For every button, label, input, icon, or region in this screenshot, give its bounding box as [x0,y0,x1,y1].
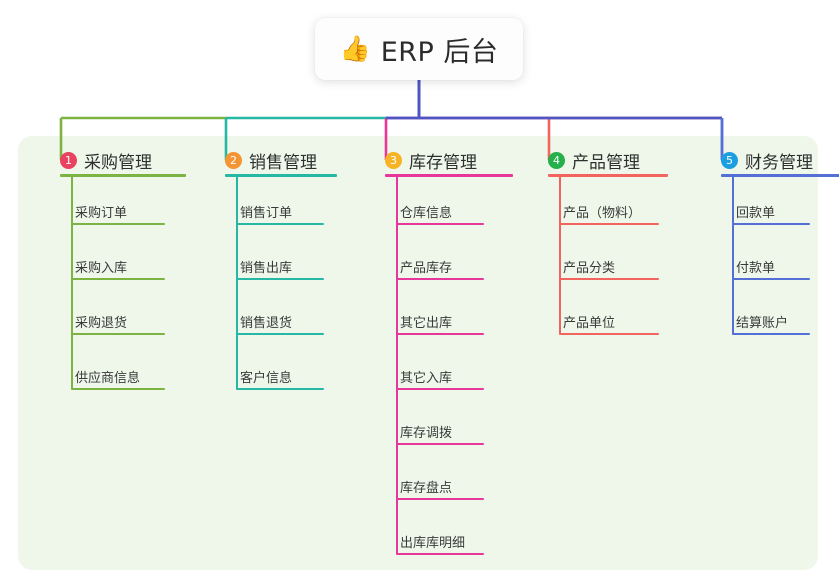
leaf-item[interactable]: 产品库存 [400,261,453,276]
leaf-underline [396,223,484,225]
leaf-underline [559,278,659,280]
leaf-underline [732,278,810,280]
leaf-item[interactable]: 采购入库 [75,261,128,276]
leaf-underline [236,278,324,280]
column-underline-3 [385,174,513,177]
columns-container: 1 采购管理采购订单采购入库采购退货供应商信息 2 销售管理销售订单销售出库销售退货客… [18,136,839,570]
column-title-3: 库存管理 [409,153,477,173]
leaf-item[interactable]: 仓库信息 [400,206,453,221]
root-title: ERP 后台 [380,36,499,68]
leaf-item[interactable]: 销售出库 [240,261,293,276]
leaf-item[interactable]: 其它出库 [400,316,453,331]
column-underline-4 [548,174,668,177]
column-title-4: 产品管理 [572,153,640,173]
leaf-item[interactable]: 产品单位 [563,316,616,331]
leaf-item[interactable]: 库存调拨 [400,426,453,441]
root-node[interactable]: 👍 ERP 后台 [315,18,523,80]
column-spine [559,177,561,334]
column-header-2[interactable]: 2 销售管理 [225,148,317,173]
column-title-2: 销售管理 [249,153,317,173]
column-title-5: 财务管理 [745,153,813,173]
leaf-underline [71,333,165,335]
column-spine [396,177,398,554]
branches-panel [18,136,818,570]
leaf-item[interactable]: 采购订单 [75,206,128,221]
leaf-underline [559,333,659,335]
leaf-underline [236,388,324,390]
leaf-underline [396,388,484,390]
leaf-item[interactable]: 销售订单 [240,206,293,221]
column-header-3[interactable]: 3 库存管理 [385,148,477,173]
column-spine [71,177,73,389]
leaf-underline [71,278,165,280]
column-badge-4: 4 [548,152,565,169]
column-badge-2: 2 [225,152,242,169]
column-underline-2 [225,174,337,177]
leaf-underline [71,388,165,390]
leaf-underline [236,333,324,335]
leaf-underline [396,553,484,555]
thumbs-up-icon: 👍 [339,34,371,63]
leaf-item[interactable]: 客户信息 [240,371,293,386]
leaf-underline [732,333,810,335]
column-underline-1 [60,174,186,177]
leaf-underline [396,443,484,445]
column-badge-3: 3 [385,152,402,169]
leaf-underline [396,278,484,280]
leaf-item[interactable]: 出库库明细 [400,536,466,551]
column-title-1: 采购管理 [84,153,152,173]
leaf-item[interactable]: 回款单 [736,206,776,221]
leaf-underline [71,223,165,225]
leaf-item[interactable]: 供应商信息 [75,371,141,386]
column-underline-5 [721,174,839,177]
column-header-4[interactable]: 4 产品管理 [548,148,640,173]
column-spine [732,177,734,334]
leaf-item[interactable]: 结算账户 [736,316,789,331]
column-header-5[interactable]: 5 财务管理 [721,148,813,173]
leaf-item[interactable]: 产品分类 [563,261,616,276]
leaf-underline [396,498,484,500]
column-badge-1: 1 [60,152,77,169]
column-spine [236,177,238,389]
leaf-underline [236,223,324,225]
leaf-item[interactable]: 付款单 [736,261,776,276]
leaf-item[interactable]: 产品（物料） [563,206,642,221]
leaf-item[interactable]: 采购退货 [75,316,128,331]
leaf-item[interactable]: 库存盘点 [400,481,453,496]
leaf-underline [559,223,659,225]
leaf-underline [396,333,484,335]
column-header-1[interactable]: 1 采购管理 [60,148,152,173]
leaf-item[interactable]: 其它入库 [400,371,453,386]
leaf-item[interactable]: 销售退货 [240,316,293,331]
column-badge-5: 5 [721,152,738,169]
leaf-underline [732,223,810,225]
